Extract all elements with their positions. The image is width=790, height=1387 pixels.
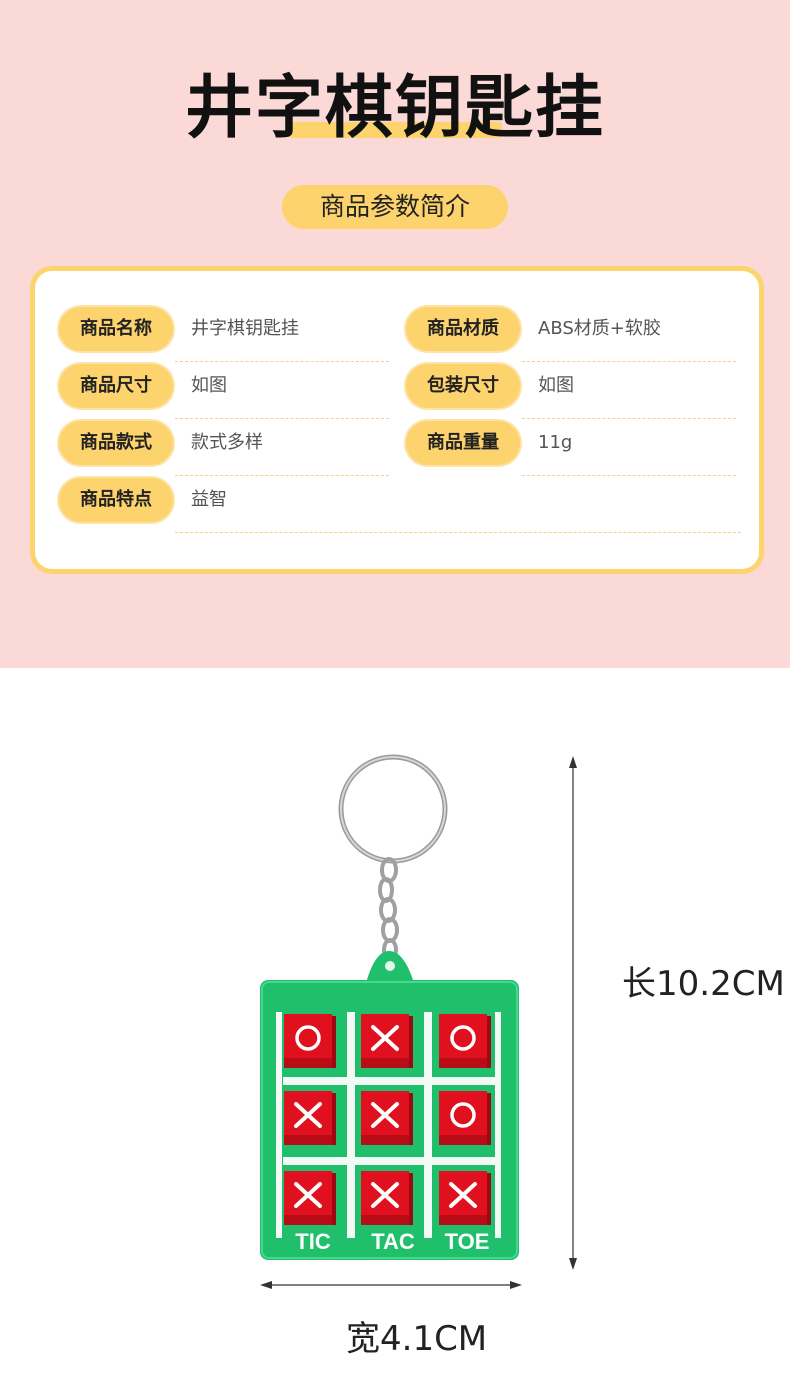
- width-label: 宽4.1CM: [346, 1319, 488, 1359]
- board-word-toe: TOE: [445, 1229, 490, 1254]
- board-tile-x: [361, 1091, 413, 1145]
- board-word-tac: TAC: [371, 1229, 415, 1254]
- row-divider: [175, 475, 389, 476]
- height-dimension-arrow: [569, 756, 577, 1270]
- height-label: 长10.2CM: [622, 964, 785, 1004]
- param-value: 益智: [191, 489, 227, 510]
- board-tile-o: [439, 1014, 491, 1068]
- board-tile-x: [284, 1091, 336, 1145]
- param-label: 商品款式: [59, 421, 173, 465]
- row-divider: [175, 361, 389, 362]
- row-divider: [522, 361, 736, 362]
- board-tile-o: [439, 1091, 491, 1145]
- title-underline: [287, 122, 502, 138]
- key-ring: [338, 754, 448, 864]
- param-label: 包装尺寸: [406, 364, 520, 408]
- param-row: 商品特点 益智: [59, 478, 741, 533]
- row-divider: [175, 418, 389, 419]
- param-label: 商品名称: [59, 307, 173, 351]
- section-title-pill: 商品参数简介: [282, 185, 508, 229]
- param-label: 商品重量: [406, 421, 520, 465]
- param-row: 商品材质 ABS材质+软胶: [406, 307, 740, 362]
- param-label: 商品材质: [406, 307, 520, 351]
- param-value: 如图: [191, 375, 227, 396]
- board-tile-o: [284, 1014, 336, 1068]
- param-row: 包装尺寸 如图: [406, 364, 740, 419]
- param-value: 11g: [538, 432, 573, 453]
- params-card: 商品名称 井字棋钥匙挂 商品材质 ABS材质+软胶 商品尺寸 如图 包装尺寸 如…: [30, 266, 764, 574]
- param-value: 如图: [538, 375, 574, 396]
- page-title: 井字棋钥匙挂: [184, 69, 605, 148]
- param-value: 款式多样: [191, 432, 263, 453]
- param-value: ABS材质+软胶: [538, 318, 661, 339]
- param-value: 井字棋钥匙挂: [191, 318, 299, 339]
- param-row: 商品尺寸 如图: [59, 364, 393, 419]
- board-tile-x: [361, 1171, 413, 1225]
- param-label: 商品特点: [59, 478, 173, 522]
- row-divider: [522, 475, 736, 476]
- row-divider: [522, 418, 736, 419]
- width-dimension-arrow: [260, 1281, 522, 1289]
- board-tile-x: [439, 1171, 491, 1225]
- param-label: 商品尺寸: [59, 364, 173, 408]
- board-grid: [276, 1012, 501, 1238]
- row-divider: [175, 532, 741, 533]
- param-row: 商品重量 11g: [406, 421, 740, 476]
- param-row: 商品款式 款式多样: [59, 421, 393, 476]
- tab-hole: [385, 961, 395, 971]
- key-chain: [378, 857, 399, 962]
- board-tile-x: [361, 1014, 413, 1068]
- param-row: 商品名称 井字棋钥匙挂: [59, 307, 393, 362]
- board-word-tic: TIC: [295, 1229, 331, 1254]
- product-photo: TIC TAC TOE: [260, 754, 577, 1289]
- board-tile-x: [284, 1171, 336, 1225]
